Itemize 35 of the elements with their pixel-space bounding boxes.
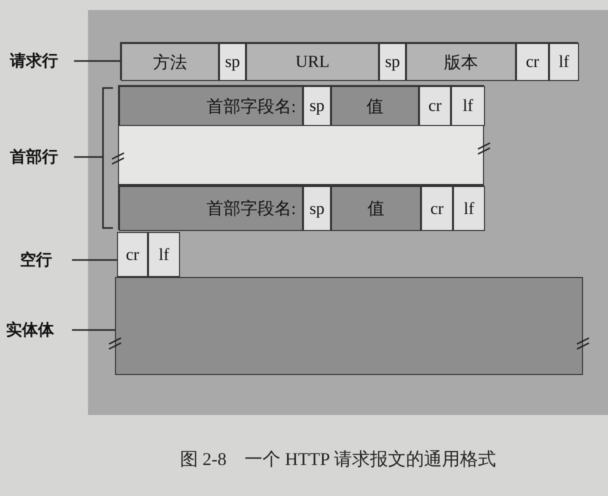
row-bar — [118, 125, 484, 185]
field-cell: cr — [419, 86, 451, 126]
field-cell: 首部字段名: — [119, 186, 303, 231]
figure-caption: 图 2-8 一个 HTTP 请求报文的通用格式 — [180, 448, 496, 471]
field-cell: sp — [219, 43, 246, 81]
field-cell: sp — [379, 43, 406, 81]
row-label: 首部行 — [10, 144, 72, 170]
leader-line — [72, 329, 115, 331]
row-label: 请求行 — [10, 48, 72, 74]
field-cell: lf — [451, 86, 485, 126]
field-cell: 方法 — [121, 43, 219, 81]
field-cell: cr — [516, 43, 549, 81]
field-cell: lf — [549, 43, 579, 81]
row-label: 实体体 — [6, 317, 70, 343]
row-bar — [118, 185, 484, 230]
leader-line — [74, 156, 103, 158]
bracket — [102, 87, 113, 229]
field-cell: URL — [246, 43, 379, 81]
row-bar — [118, 85, 484, 125]
field-cell: sp — [303, 186, 331, 231]
field-cell: cr — [117, 232, 148, 277]
row-bar — [120, 42, 578, 80]
leader-line — [72, 259, 117, 261]
field-cell: 首部字段名: — [119, 86, 303, 126]
row-label: 空行 — [20, 247, 70, 273]
field-cell: lf — [453, 186, 485, 231]
field-cell: sp — [303, 86, 331, 126]
row-bar — [117, 232, 180, 277]
field-cell: cr — [421, 186, 453, 231]
leader-line — [74, 60, 120, 62]
field-cell: lf — [148, 232, 180, 277]
field-cell: 值 — [331, 186, 421, 231]
body-block — [115, 277, 583, 375]
field-cell: 版本 — [406, 43, 516, 81]
field-cell: 值 — [331, 86, 419, 126]
